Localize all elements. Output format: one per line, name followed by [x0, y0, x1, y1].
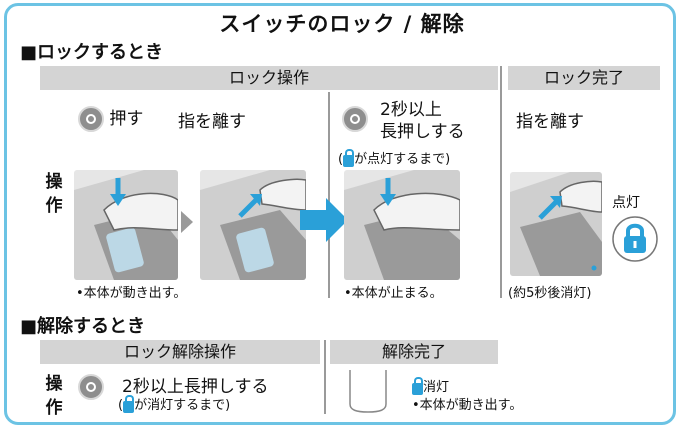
until-lit-text: が点灯するまで) — [354, 152, 451, 167]
lock-complete-photo — [510, 172, 602, 276]
long-press-text: 2秒以上 長押しする — [380, 99, 465, 143]
small-arrow-icon — [181, 211, 195, 237]
caption-body-stops: •本体が止まる。 — [344, 286, 443, 301]
until-lit-note: ( が点灯するまで) — [338, 148, 450, 167]
unlock-operation-header: ロック解除操作 — [40, 340, 320, 364]
press-button-photo — [74, 170, 178, 280]
unlock-section-heading: ■解除するとき — [20, 316, 146, 337]
lock-lit-icon — [612, 216, 658, 266]
row-label-operation: 操作 — [45, 172, 63, 216]
lock-section-heading: ■ロックするとき — [20, 42, 164, 63]
unlock-step — [78, 374, 104, 400]
divider — [328, 92, 330, 298]
paren-open: ( — [338, 152, 344, 167]
power-button-icon — [78, 106, 104, 132]
release-label: 指を離す — [178, 112, 246, 132]
press-label: 押す — [109, 109, 144, 129]
row-label-operation: 操作 — [45, 374, 63, 418]
release-label: 指を離す — [516, 112, 584, 132]
lit-label: 点灯 — [612, 195, 640, 211]
lights-off-line: 消灯 — [412, 376, 449, 395]
divider — [500, 66, 502, 298]
unlock-complete-header: 解除完了 — [330, 340, 498, 364]
lock-icon — [123, 395, 135, 413]
unlock-long-press: 2秒以上長押しする — [122, 377, 269, 397]
caption-body-moves: •本体が動き出す。 — [76, 286, 187, 301]
until-off-text: が消灯するまで) — [134, 398, 231, 413]
page-title: スイッチのロック / 解除 — [219, 12, 465, 36]
unit-outline-illustration — [346, 370, 390, 414]
lights-off-label: 消灯 — [423, 380, 450, 395]
caption-off-after: (約5秒後消灯) — [508, 286, 592, 301]
long-press-line2: 長押しする — [380, 122, 465, 142]
lock-icon — [343, 149, 355, 167]
long-press-line1: 2秒以上 — [380, 100, 442, 120]
step1-instruction: 押す — [78, 104, 143, 132]
release-button-photo — [200, 170, 306, 280]
power-button-icon — [78, 374, 104, 400]
divider — [324, 340, 326, 414]
until-off-note: ( が消灯するまで) — [118, 394, 230, 413]
power-button-icon — [342, 106, 368, 132]
next-step-arrow-icon — [300, 196, 350, 248]
long-press-photo — [344, 170, 460, 280]
lock-icon — [412, 377, 423, 395]
lock-operation-header: ロック操作 — [40, 66, 498, 90]
caption-body-moves: •本体が動き出す。 — [412, 398, 523, 413]
lock-complete-header: ロック完了 — [508, 66, 660, 90]
step2-instruction — [342, 100, 368, 132]
paren-open: ( — [118, 398, 124, 413]
